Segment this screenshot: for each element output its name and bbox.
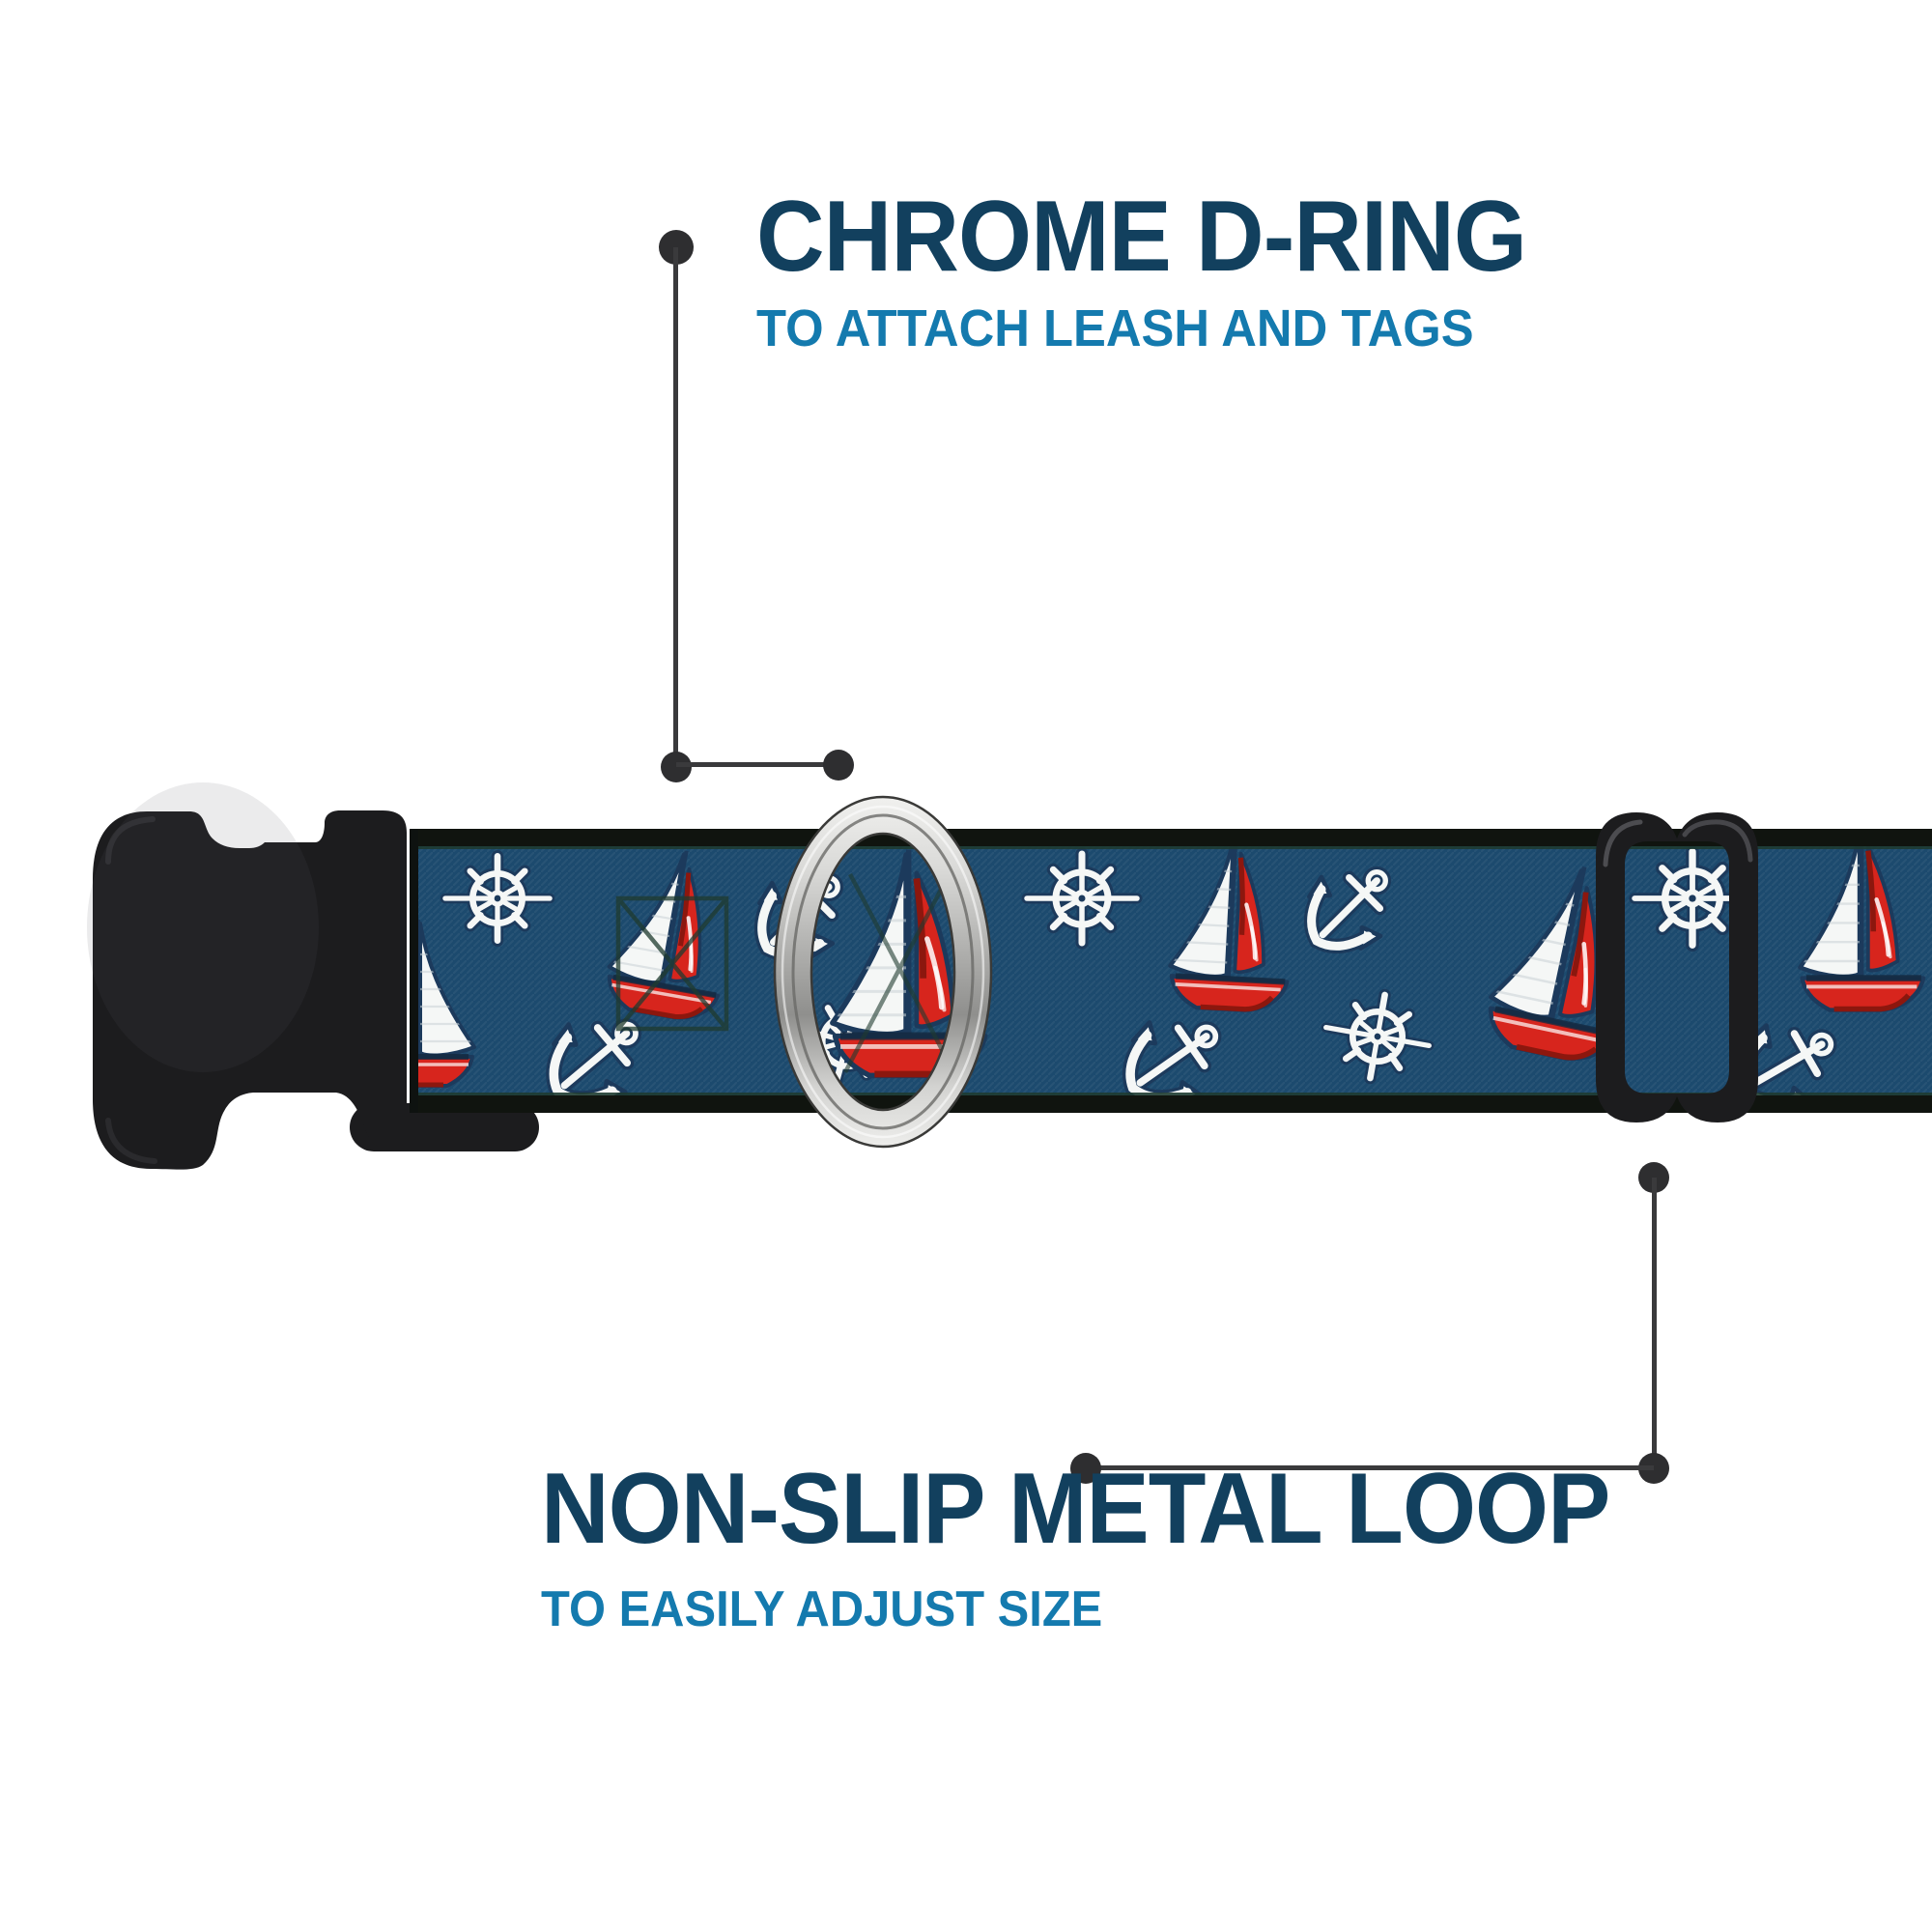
callout-bottom-title: NON-SLIP METAL LOOP	[541, 1453, 1610, 1565]
callout-connector-line	[673, 247, 678, 767]
buckle	[87, 782, 407, 1170]
callout-connector-line	[1086, 1465, 1654, 1470]
callout-top-subtitle: TO ATTACH LEASH AND TAGS	[756, 299, 1474, 357]
callout-connector-line	[1652, 1178, 1657, 1468]
callout-connector-line	[676, 762, 838, 767]
callout-dot	[823, 750, 854, 781]
stitch-marks	[615, 867, 958, 1079]
d-ring	[773, 795, 993, 1149]
metal-loop-slider	[1596, 812, 1758, 1122]
callout-bottom: NON-SLIP METAL LOOP TO EASILY ADJUST SIZ…	[541, 1459, 1678, 1634]
callout-dot	[1070, 1453, 1101, 1484]
callout-bottom-subtitle: TO EASILY ADJUST SIZE	[541, 1581, 1103, 1637]
callout-dot	[661, 752, 692, 782]
collar-band	[410, 829, 1932, 1113]
callout-top-title: CHROME D-RING	[756, 181, 1527, 293]
callout-top: CHROME D-RING TO ATTACH LEASH AND TAGS	[756, 186, 1576, 355]
